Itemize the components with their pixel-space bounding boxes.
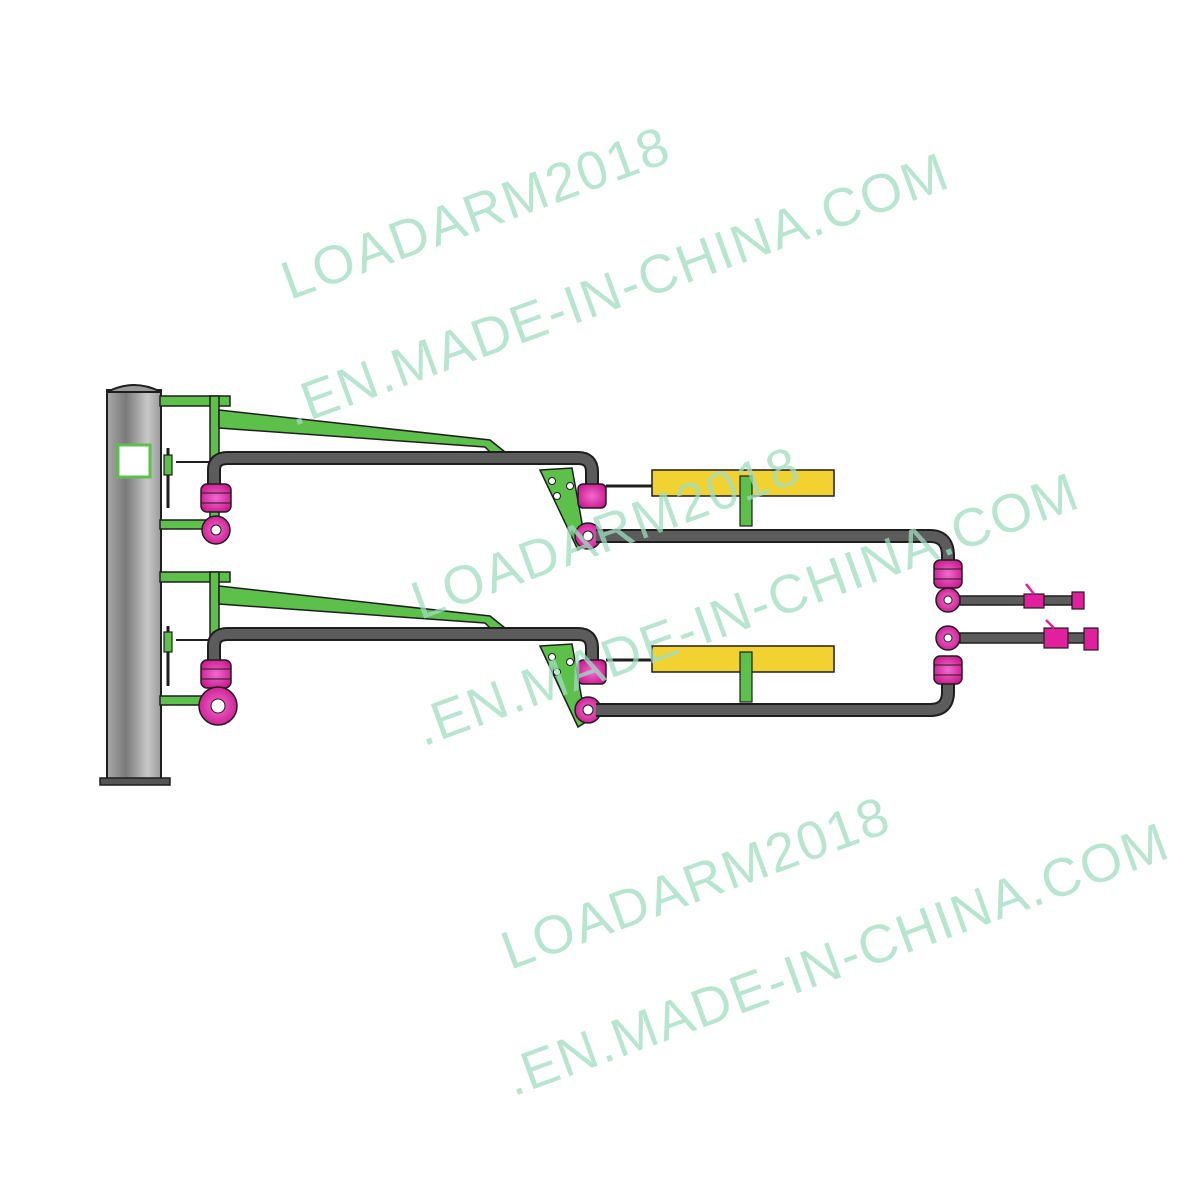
upper-elbow-swivel	[577, 483, 607, 509]
upper-hinge-pin	[163, 448, 210, 508]
upper-arm	[159, 395, 1085, 613]
lower-arm	[159, 571, 1099, 729]
lower-valve	[1043, 627, 1069, 649]
watermark-2: LOADARM2018 .EN.MADE-IN-CHINA.COM	[404, 435, 1088, 758]
lower-elbow-swivel	[577, 659, 607, 685]
riser-window	[116, 443, 152, 479]
lower-inner-swivel	[200, 659, 232, 689]
lower-hinge-pin	[163, 626, 210, 686]
upper-valve	[1023, 593, 1045, 609]
watermark-1: LOADARM2018 .EN.MADE-IN-CHINA.COM	[274, 115, 958, 438]
upper-nozzle-pipe	[959, 595, 1073, 606]
upper-inner-swivel	[200, 483, 232, 513]
riser-column	[99, 384, 171, 786]
watermark-3: LOADARM2018 .EN.MADE-IN-CHINA.COM	[494, 785, 1178, 1108]
lower-outer-swivel	[933, 655, 963, 685]
lower-nozzle-pipe	[959, 632, 1091, 644]
upper-inner-pipe	[207, 451, 599, 494]
lower-bracket-top	[159, 571, 231, 583]
upper-bracket-top	[159, 395, 231, 407]
